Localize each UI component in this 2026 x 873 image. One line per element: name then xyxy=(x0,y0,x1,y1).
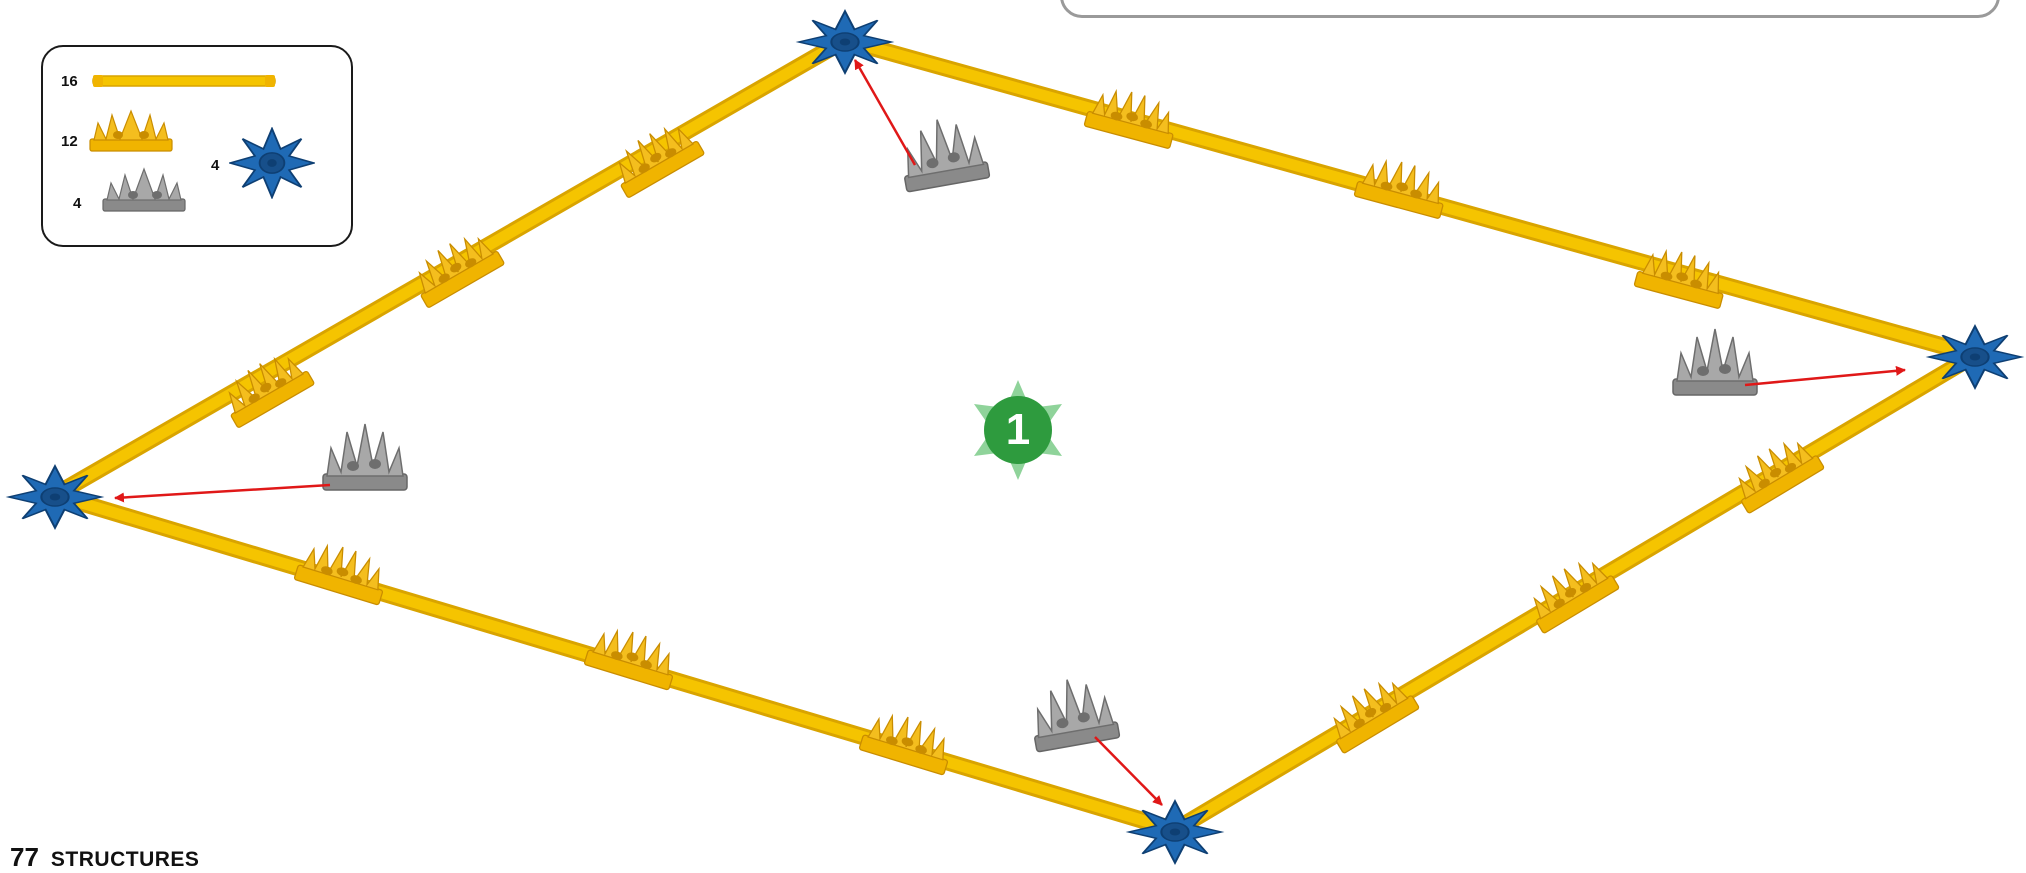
blue-connector-top xyxy=(799,11,891,73)
blue-connector-right xyxy=(1929,326,2021,388)
yellow-rod-icon xyxy=(91,74,277,88)
blue-connector-left xyxy=(9,466,101,528)
blue-connector-icon xyxy=(229,127,315,199)
inventory-count-yellow-connector: 12 xyxy=(61,133,78,150)
gray-connector xyxy=(323,424,407,490)
parts-inventory: 16 12 4 4 xyxy=(41,45,353,247)
inventory-count-rod: 16 xyxy=(61,73,78,90)
yellow-connector xyxy=(584,621,682,690)
yellow-connector xyxy=(1084,82,1181,148)
arrow-to-right xyxy=(1745,370,1905,385)
arrow-to-top xyxy=(855,60,915,165)
gray-connector xyxy=(896,112,990,192)
arrow-to-left xyxy=(115,485,330,498)
arrow-to-bottom xyxy=(1095,737,1162,805)
page-footer: 77 STRUCTURES xyxy=(10,842,199,873)
yellow-connector xyxy=(294,536,392,605)
step-number: 1 xyxy=(966,378,1070,482)
step-badge: 1 xyxy=(966,378,1070,482)
section-name: STRUCTURES xyxy=(51,848,200,872)
yellow-connector-icon xyxy=(88,109,174,155)
inventory-count-blue-connector: 4 xyxy=(211,157,219,174)
page-number: 77 xyxy=(10,842,39,873)
gray-connector-icon xyxy=(101,167,187,215)
gray-connector xyxy=(1673,329,1757,395)
inventory-count-gray-connector: 4 xyxy=(73,195,81,212)
blue-connector-bottom xyxy=(1129,801,1221,863)
gray-connector xyxy=(1026,672,1120,752)
yellow-connector xyxy=(1354,152,1451,218)
yellow-connector xyxy=(1634,242,1731,308)
yellow-connector xyxy=(859,706,957,775)
